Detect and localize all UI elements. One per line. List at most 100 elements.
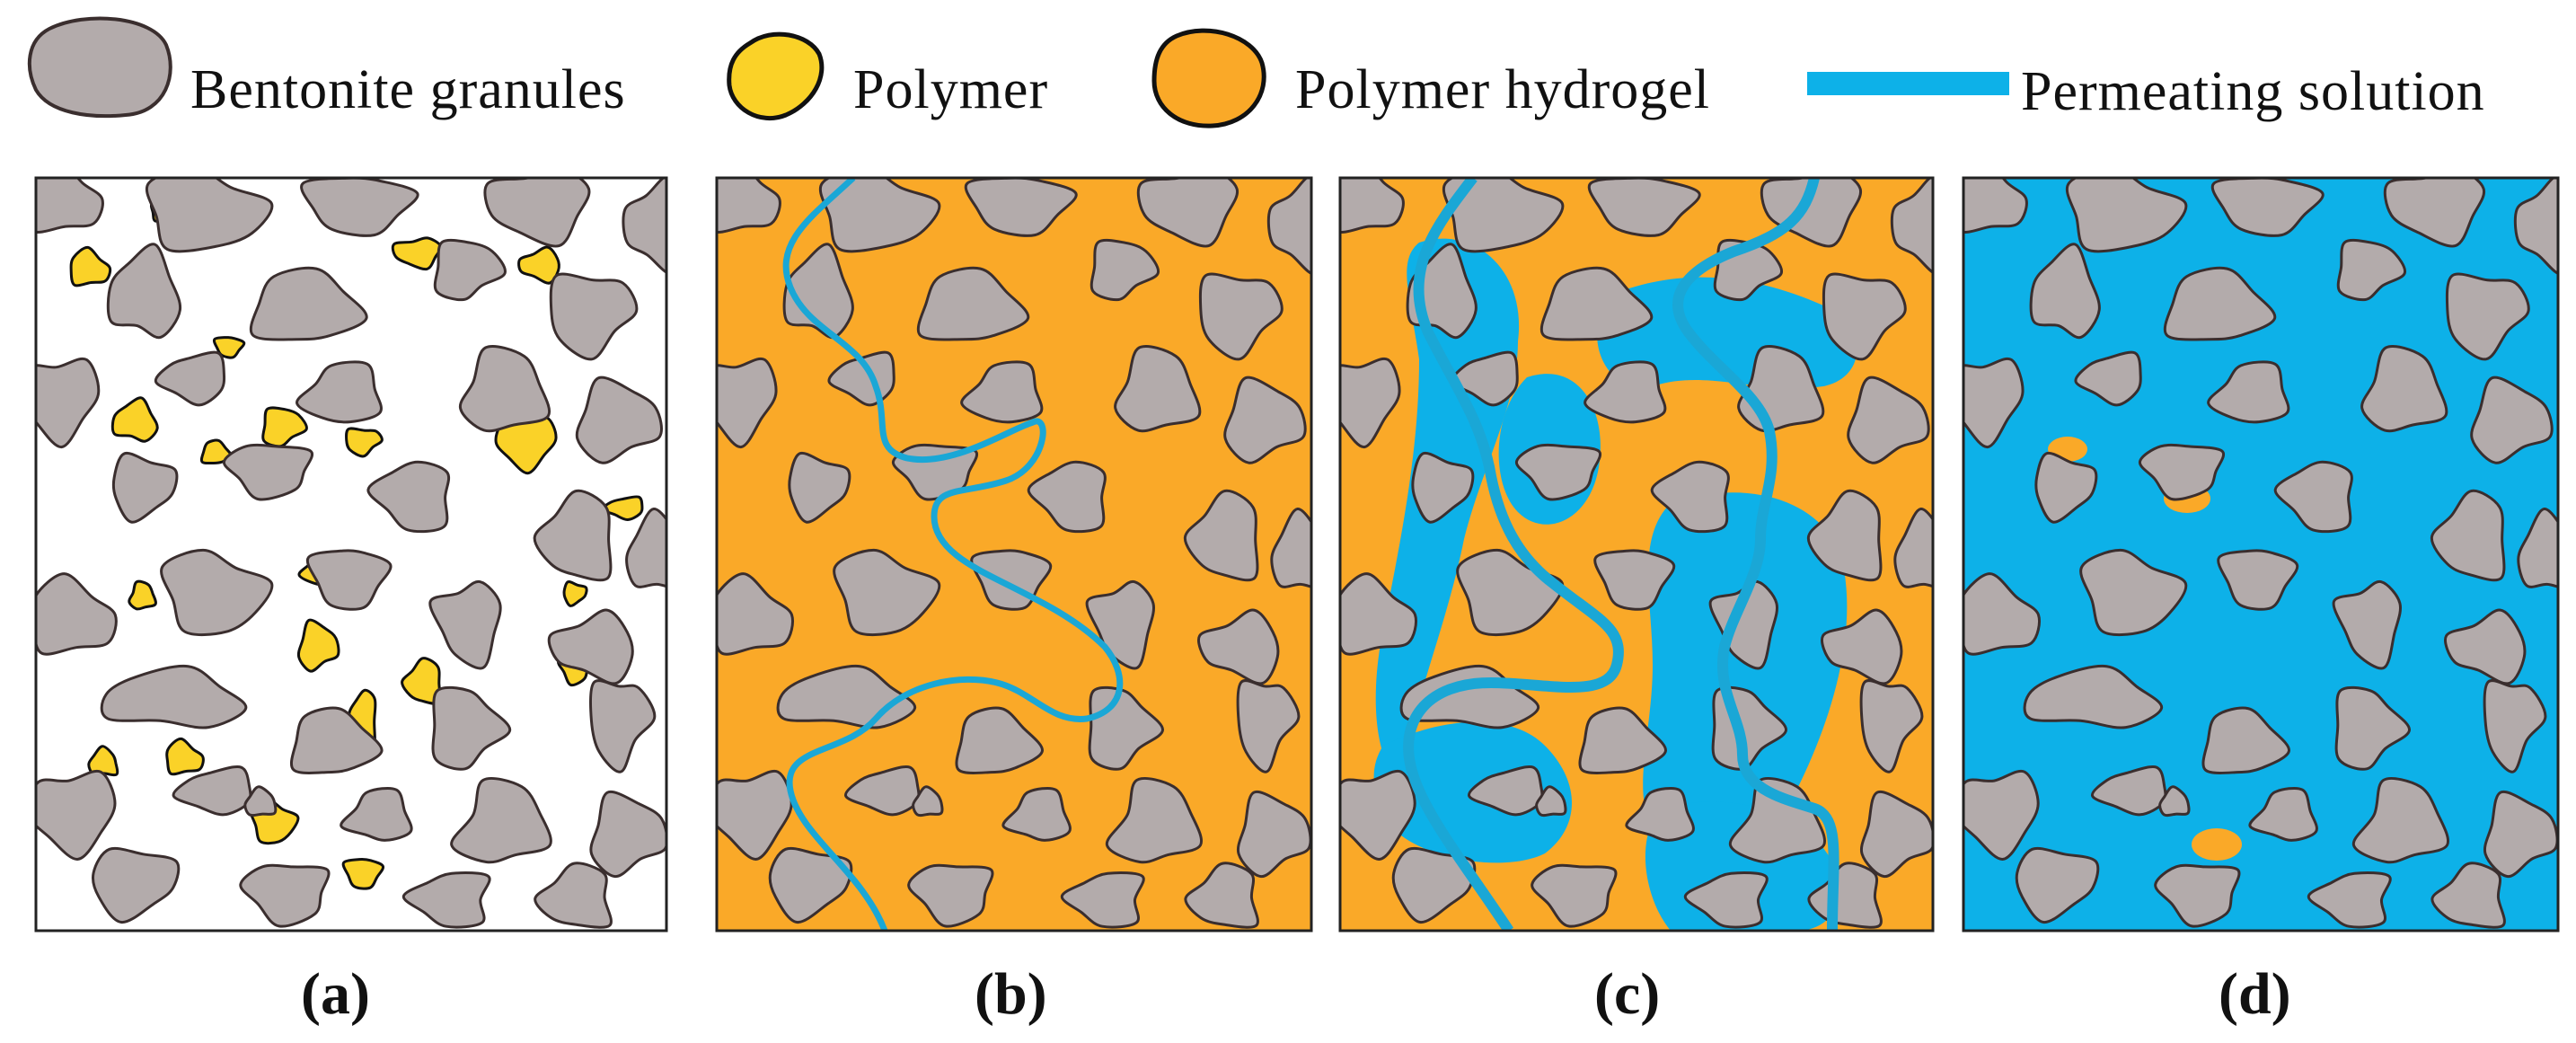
legend-label-permeating: Permeating solution bbox=[2021, 61, 2485, 122]
granule bbox=[833, 548, 941, 637]
granule bbox=[1683, 871, 1769, 929]
granule bbox=[960, 360, 1044, 424]
polymer-icon bbox=[727, 31, 825, 121]
granule bbox=[916, 266, 1030, 341]
granule bbox=[717, 178, 781, 234]
granule bbox=[2513, 178, 2558, 275]
granule bbox=[1821, 608, 1903, 685]
granule bbox=[534, 862, 613, 929]
granule bbox=[1890, 178, 1933, 274]
granule bbox=[717, 769, 793, 861]
polymer-particle bbox=[110, 396, 159, 443]
granule bbox=[305, 549, 393, 611]
granule bbox=[1963, 769, 2040, 861]
granule bbox=[243, 785, 278, 818]
polymer-particle bbox=[128, 579, 157, 611]
granule bbox=[2351, 776, 2449, 864]
granule bbox=[289, 706, 384, 774]
panel-c-caption: (c) bbox=[1594, 961, 1660, 1027]
granule bbox=[2138, 443, 2226, 501]
granule bbox=[2470, 376, 2554, 464]
granule bbox=[1963, 178, 2028, 234]
granule bbox=[2430, 862, 2506, 929]
granule bbox=[1340, 178, 1405, 234]
granule bbox=[844, 765, 921, 817]
granule bbox=[1270, 508, 1311, 588]
granule bbox=[717, 357, 778, 449]
hydrogel-icon bbox=[1151, 28, 1266, 128]
granule bbox=[533, 489, 613, 582]
granule bbox=[2163, 266, 2277, 341]
legend-item-polymer: Polymer bbox=[727, 31, 1048, 121]
granule bbox=[1807, 862, 1883, 929]
granule bbox=[1198, 272, 1284, 361]
legend-item-bentonite: Bentonite granules bbox=[27, 16, 626, 120]
polymer-particle bbox=[69, 245, 112, 287]
granule bbox=[450, 776, 552, 864]
granule bbox=[300, 178, 419, 237]
granule bbox=[1236, 790, 1311, 879]
panel-a-granules bbox=[36, 178, 666, 929]
granule bbox=[1650, 460, 1730, 534]
granule bbox=[2383, 178, 2486, 248]
granule bbox=[1468, 765, 1544, 817]
granule bbox=[111, 451, 179, 524]
panel-d: (d) bbox=[1962, 176, 2560, 1027]
granule bbox=[100, 664, 248, 729]
granule bbox=[2201, 706, 2290, 774]
polymer-particle bbox=[296, 618, 340, 673]
legend-label-bentonite: Bentonite granules bbox=[190, 59, 626, 120]
panel-b-frame bbox=[715, 176, 1313, 933]
granule bbox=[2444, 608, 2527, 685]
granule bbox=[1587, 178, 1701, 237]
granule-icon bbox=[27, 16, 172, 119]
granule bbox=[2091, 765, 2167, 817]
panel-d-frame bbox=[1962, 176, 2560, 933]
polymer-particle bbox=[517, 245, 560, 285]
granule bbox=[366, 460, 451, 534]
granule bbox=[625, 508, 666, 588]
granule bbox=[1001, 786, 1072, 842]
legend-label-polymer: Polymer bbox=[853, 59, 1048, 120]
granule bbox=[1183, 489, 1259, 582]
granule bbox=[2445, 272, 2530, 361]
granule bbox=[1223, 376, 1307, 464]
granule bbox=[428, 579, 502, 670]
granule bbox=[1859, 679, 1924, 773]
granule bbox=[2210, 178, 2325, 237]
granule bbox=[296, 360, 383, 424]
granule bbox=[1197, 608, 1280, 685]
granule bbox=[1391, 846, 1477, 924]
panel-c-frame bbox=[1338, 176, 1935, 933]
panel-c-permeating-paths bbox=[1403, 178, 1839, 931]
granule bbox=[1578, 706, 1667, 774]
granule bbox=[401, 871, 491, 929]
granule bbox=[36, 769, 117, 861]
polymer-particle bbox=[562, 580, 588, 607]
granule bbox=[1584, 360, 1667, 424]
granule bbox=[1340, 357, 1401, 449]
granule bbox=[249, 266, 368, 341]
permeating-line-icon bbox=[1807, 72, 2009, 95]
granule bbox=[1625, 786, 1695, 842]
granule bbox=[458, 345, 551, 433]
granule bbox=[1760, 178, 1863, 248]
granule bbox=[2430, 489, 2506, 582]
granule bbox=[1822, 272, 1907, 361]
panel-b-permeating-path bbox=[782, 178, 1124, 931]
granule bbox=[1090, 238, 1160, 302]
polymer-particle bbox=[345, 427, 384, 458]
panel-c: (c) bbox=[1338, 176, 1935, 1027]
granule bbox=[768, 846, 853, 924]
granule bbox=[622, 178, 666, 274]
panel-a: (a) bbox=[34, 176, 668, 1027]
granule bbox=[955, 706, 1044, 774]
granule bbox=[1859, 790, 1933, 879]
polymer-particle bbox=[165, 737, 205, 776]
granule bbox=[1114, 345, 1202, 433]
polymer-particle bbox=[341, 857, 385, 890]
granule bbox=[222, 443, 313, 501]
panel-d-caption: (d) bbox=[2219, 961, 2291, 1027]
granule bbox=[2023, 664, 2164, 729]
granule bbox=[2483, 790, 2558, 879]
